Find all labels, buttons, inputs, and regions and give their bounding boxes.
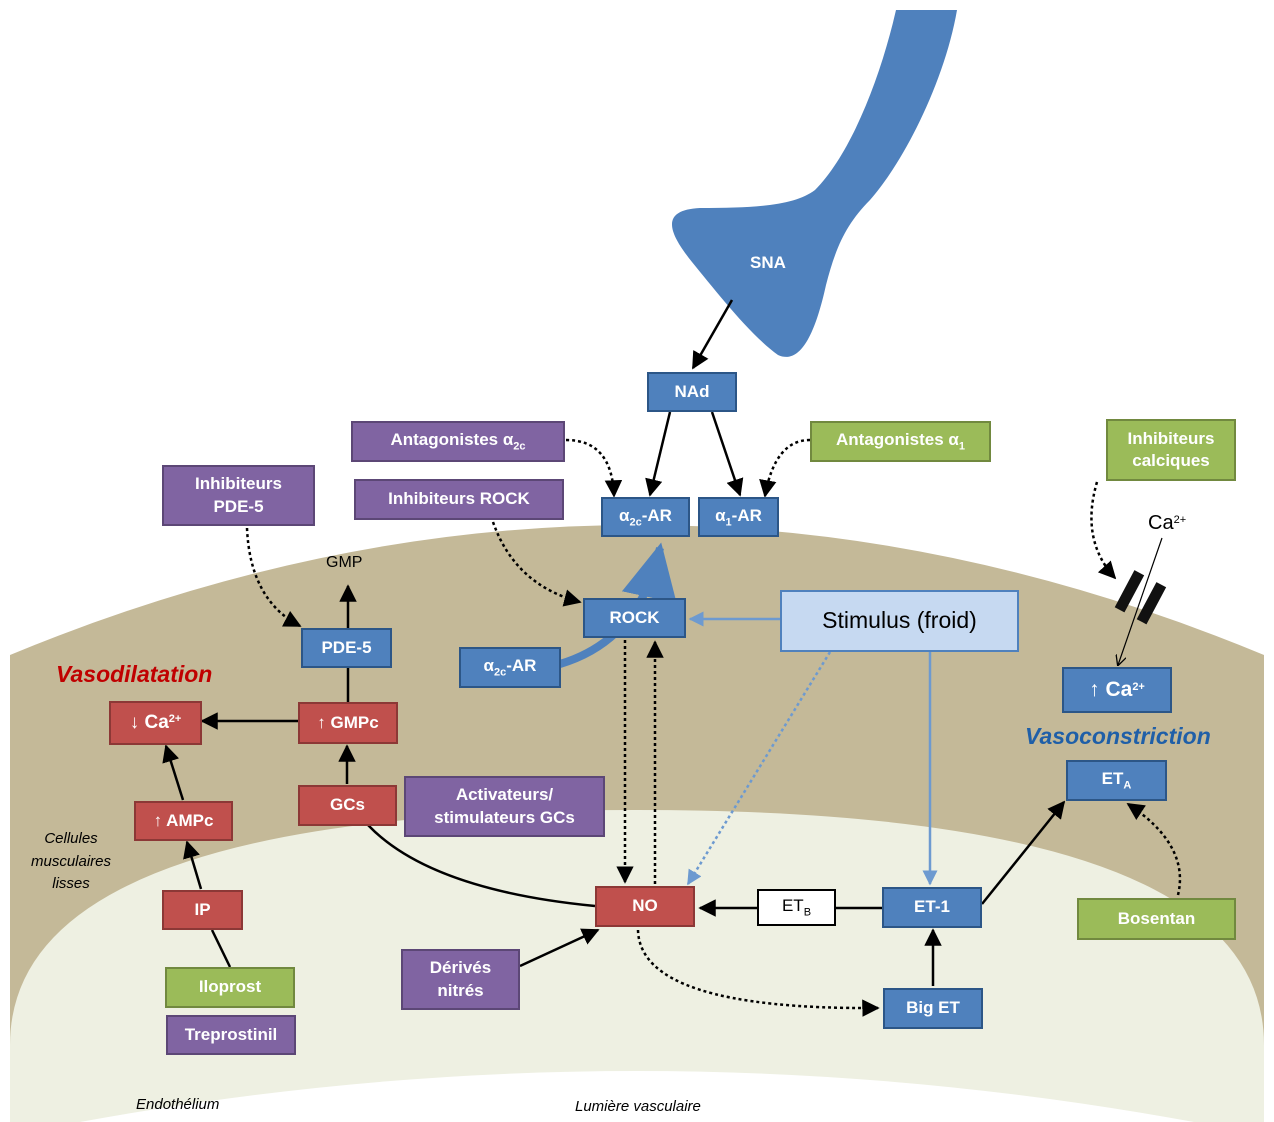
et1-box: ET-1 — [882, 887, 982, 928]
cellules-label: Cellules musculaires lisses — [30, 830, 112, 892]
sna-nerve-shape — [672, 10, 957, 357]
gcs-box: GCs — [298, 785, 397, 826]
rock-box: ROCK — [583, 598, 686, 638]
derives-nitres-box: Dérivés nitrés — [401, 949, 520, 1010]
lumen-layer — [80, 1071, 1194, 1122]
big-et-box: Big ET — [883, 988, 983, 1029]
calcium-down-box: ↓ Ca2+ — [109, 701, 202, 745]
etb-box: ETB — [757, 889, 836, 926]
activateurs-gcs-box: Activateurs/ stimulateurs GCs — [404, 776, 605, 837]
calcium-channel-right — [1136, 582, 1167, 625]
gmpc-box: ↑ GMPc — [298, 702, 398, 744]
alpha2c-ar-top-box: α2c-AR — [601, 497, 690, 537]
nad-box: NAd — [647, 372, 737, 412]
vasodilatation-label: Vasodilatation — [56, 661, 213, 687]
bosentan-box: Bosentan — [1077, 898, 1236, 940]
alpha1-ar-box: α1-AR — [698, 497, 779, 537]
eta-box: ETA — [1066, 760, 1167, 801]
no-box: NO — [595, 886, 695, 927]
endothelium-label: Endothélium — [136, 1096, 220, 1113]
iloprost-box: Iloprost — [165, 967, 295, 1008]
pde5-box: PDE-5 — [301, 628, 392, 668]
alpha2c-ar-lower-box: α2c-AR — [459, 647, 561, 688]
sna-label: SNA — [750, 253, 786, 272]
ampc-box: ↑ AMPc — [134, 801, 233, 841]
calcium-channel-left — [1114, 570, 1145, 613]
ip-box: IP — [162, 890, 243, 930]
lumiere-label: Lumière vasculaire — [575, 1098, 701, 1115]
inhibiteurs-rock-box: Inhibiteurs ROCK — [354, 479, 564, 520]
gmp-label: GMP — [326, 554, 363, 571]
treprostinil-box: Treprostinil — [166, 1015, 296, 1055]
antagonistes-alpha1-box: Antagonistes α1 — [810, 421, 991, 462]
inhibiteurs-pde5-box: Inhibiteurs PDE-5 — [162, 465, 315, 526]
inhibiteurs-calciques-box: Inhibiteurs calciques — [1106, 419, 1236, 481]
calcium-extracellular-label: Ca2+ — [1148, 512, 1187, 534]
stimulus-froid-box: Stimulus (froid) — [780, 590, 1019, 652]
antagonistes-alpha2c-box: Antagonistes α2c — [351, 421, 565, 462]
calcium-up-box: ↑ Ca2+ — [1062, 667, 1172, 713]
vasoconstriction-label: Vasoconstriction — [1025, 723, 1211, 749]
